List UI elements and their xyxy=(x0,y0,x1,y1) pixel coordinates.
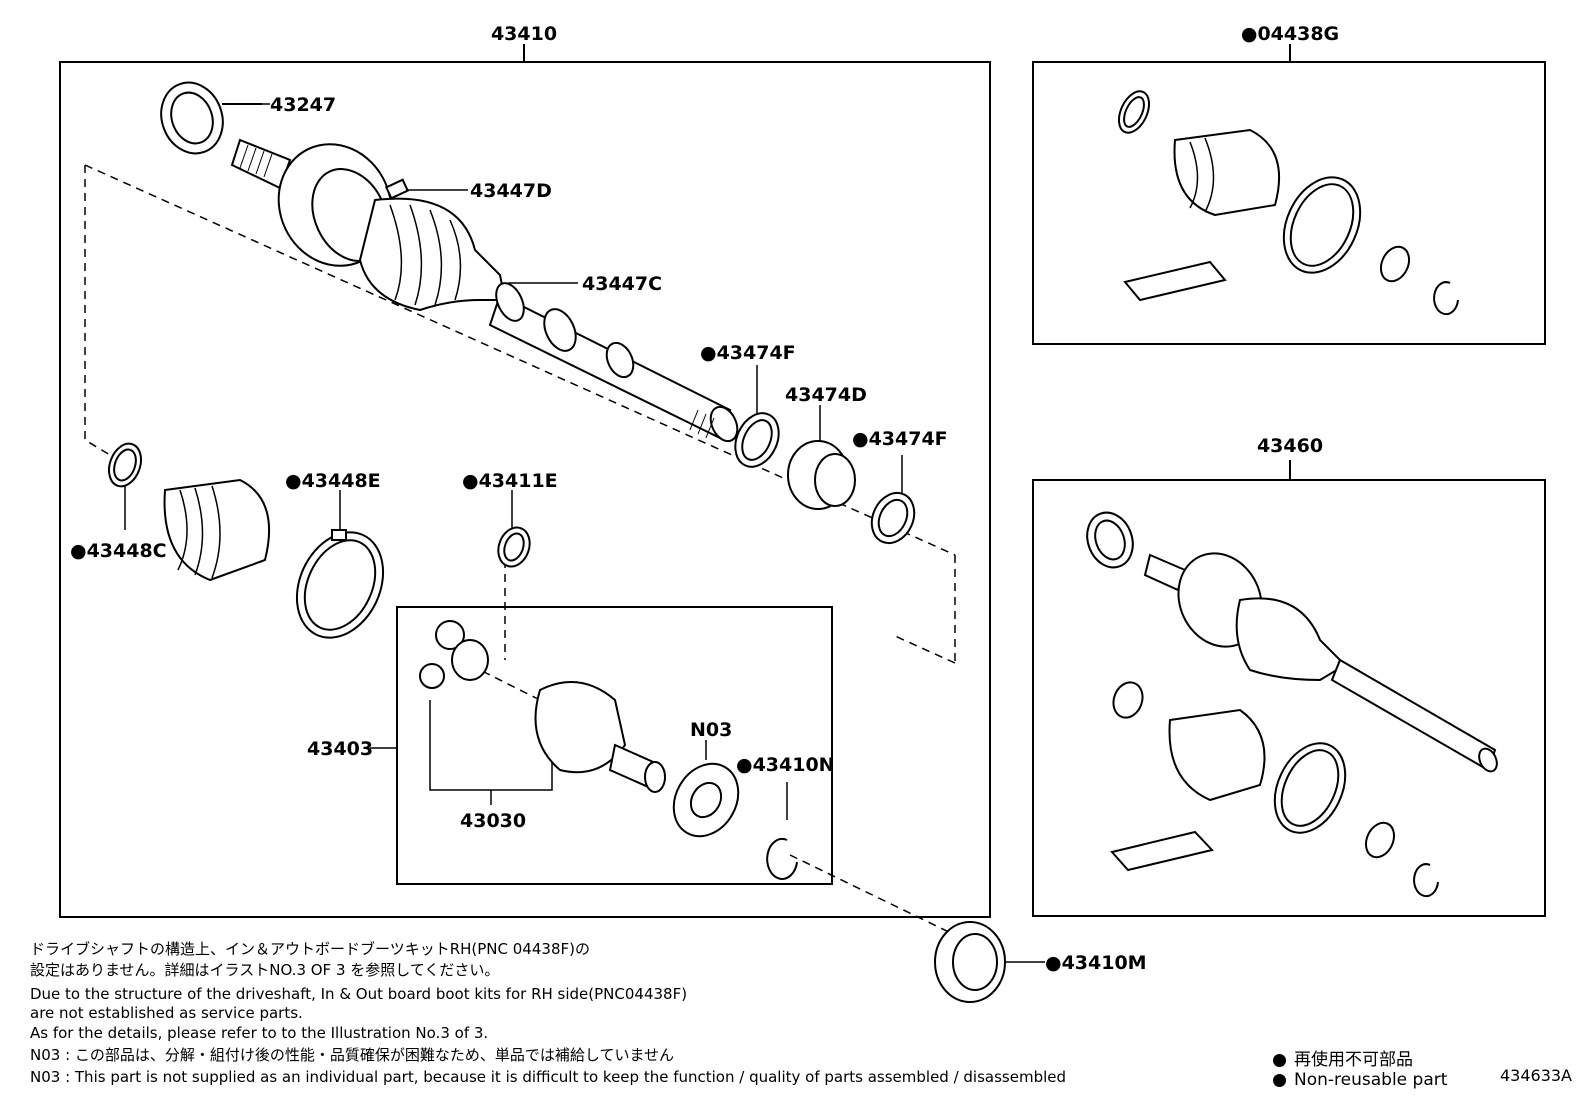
label-43030: 43030 xyxy=(460,810,526,832)
label-04438g: ●04438G xyxy=(1241,23,1339,45)
legend-en-text: Non-reusable part xyxy=(1294,1070,1448,1090)
label-43410n: ●43410N xyxy=(736,754,835,776)
label-43247: 43247 xyxy=(270,94,336,116)
legend-en: Non-reusable part xyxy=(1273,1070,1447,1090)
note-en-line1: Due to the structure of the driveshaft, … xyxy=(30,985,688,1003)
label-43448e: ●43448E xyxy=(285,470,381,492)
label-43410m: ●43410M xyxy=(1045,952,1147,974)
leaders-main xyxy=(124,103,1045,963)
boot-kit-box xyxy=(1032,61,1546,345)
label-43448c: ●43448C xyxy=(70,540,167,562)
label-43411e: ●43411E xyxy=(462,470,558,492)
label-n03: N03 xyxy=(690,719,732,741)
label-43474d: 43474D xyxy=(785,384,867,406)
label-43474f-b: ●43474F xyxy=(852,428,948,450)
label-43447d: 43447D xyxy=(470,180,552,202)
non-reusable-dot-icon xyxy=(1273,1073,1286,1087)
label-43410: 43410 xyxy=(491,23,557,45)
label-43474f-a: ●43474F xyxy=(700,342,796,364)
inboard-joint-box xyxy=(396,606,833,885)
lh-assembly-parts xyxy=(1086,511,1498,898)
note-en-line2: are not established as service parts. xyxy=(30,1004,303,1022)
legend-jp: 再使用不可部品 xyxy=(1273,1045,1413,1070)
note-n03-jp: N03 : この部品は、分解・組付け後の性能・品質確保が困難なため、単品では補給… xyxy=(30,1046,675,1064)
non-reusable-dot-icon xyxy=(1273,1053,1286,1067)
illustration-code: 434633A xyxy=(1499,1066,1572,1085)
driveshaft-main xyxy=(160,81,739,443)
note-jp-line2: 設定はありません。詳細はイラストNO.3 OF 3 を参照してください。 xyxy=(30,961,500,979)
note-en-line3: As for the details, please refer to to t… xyxy=(30,1024,489,1042)
boot-kit-parts xyxy=(1117,90,1459,316)
note-n03-en: N03 : This part is not supplied as an in… xyxy=(30,1068,1067,1086)
label-43460: 43460 xyxy=(1257,435,1323,457)
note-jp-line1: ドライブシャフトの構造上、イン＆アウトボードブーツキットRH(PNC 04438… xyxy=(30,940,590,958)
label-43447c: 43447C xyxy=(582,273,662,295)
legend-jp-text: 再使用不可部品 xyxy=(1294,1050,1413,1070)
label-43403: 43403 xyxy=(307,738,373,760)
small-parts-main xyxy=(108,412,1006,1003)
